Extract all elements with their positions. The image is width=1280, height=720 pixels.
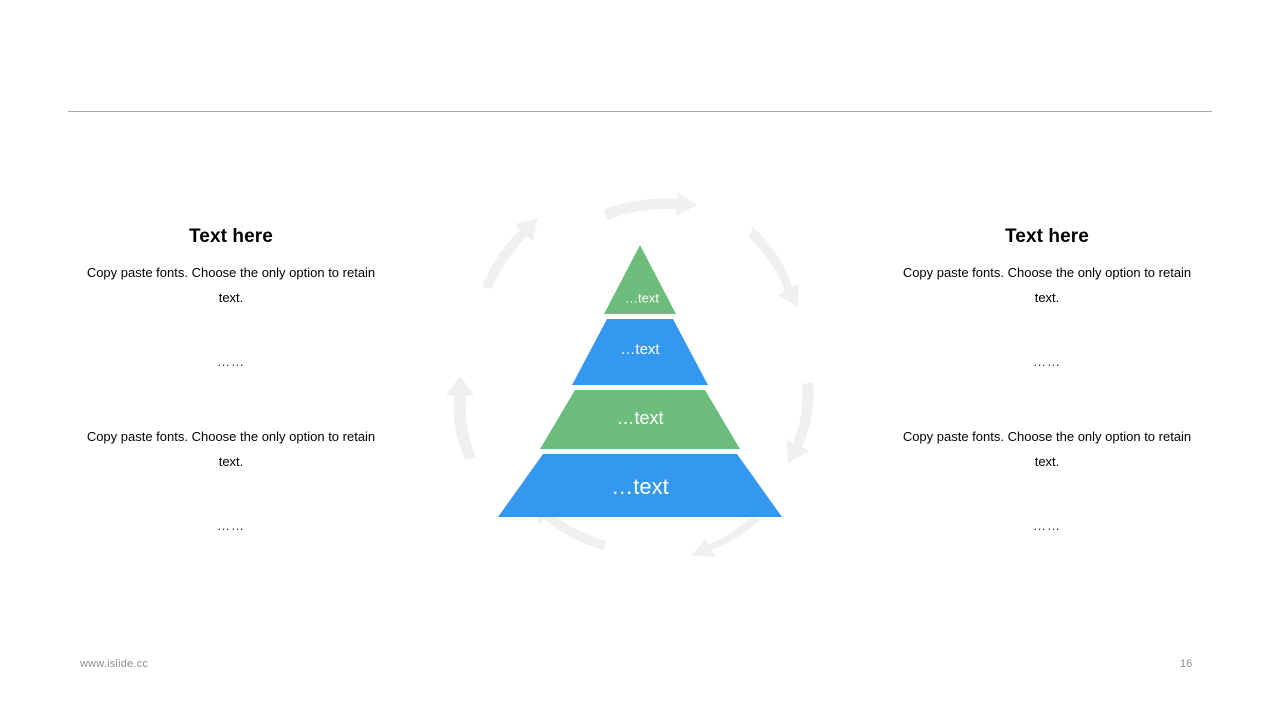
page-number: 16 [1180,658,1193,670]
left-column-title: Text here [189,226,273,247]
left-column-paragraph-1: Copy paste fonts. Choose the only option… [86,265,376,305]
arrow-lower-left-icon [446,376,476,460]
pyramid-tier-2-label: …text [620,341,660,358]
pyramid-tier-4-label: …text [611,474,668,499]
pyramid-tier-4[interactable] [498,454,782,517]
pyramid-tier-3-label: …text [616,408,663,428]
arrow-bottom-right-icon [691,517,760,557]
arrow-lower-right-icon [786,382,814,463]
pyramid-tier-2[interactable] [572,319,708,385]
left-column-dots-2: …… [217,518,245,533]
left-column-paragraph-2: Copy paste fonts. Choose the only option… [86,429,376,469]
left-column-dots-1: …… [217,354,245,369]
arrow-upper-right-icon [748,227,799,307]
right-column-dots-1: …… [1033,354,1061,369]
pyramid-tier-1-label: …text [625,290,659,305]
right-text-column: Text here Copy paste fonts. Choose the o… [887,224,1207,536]
arrow-top-icon [603,192,697,220]
right-column-paragraph-1: Copy paste fonts. Choose the only option… [902,265,1192,305]
right-column-dots-2: …… [1033,518,1061,533]
pyramid-tier-1[interactable] [604,245,676,314]
left-text-column: Text here Copy paste fonts. Choose the o… [71,224,391,536]
header-divider [68,111,1212,112]
footer-url[interactable]: www.islide.cc [80,658,149,670]
pyramid-tiers-group [498,245,782,517]
pyramid-labels-group: …text …text …text …text [611,290,668,498]
pyramid-tier-3[interactable] [540,390,740,449]
right-column-title: Text here [1005,226,1089,247]
right-column-paragraph-2: Copy paste fonts. Choose the only option… [902,429,1192,469]
arrow-upper-left-icon [482,218,538,289]
pyramid-cycle-diagram: …text …text …text …text [420,170,860,580]
